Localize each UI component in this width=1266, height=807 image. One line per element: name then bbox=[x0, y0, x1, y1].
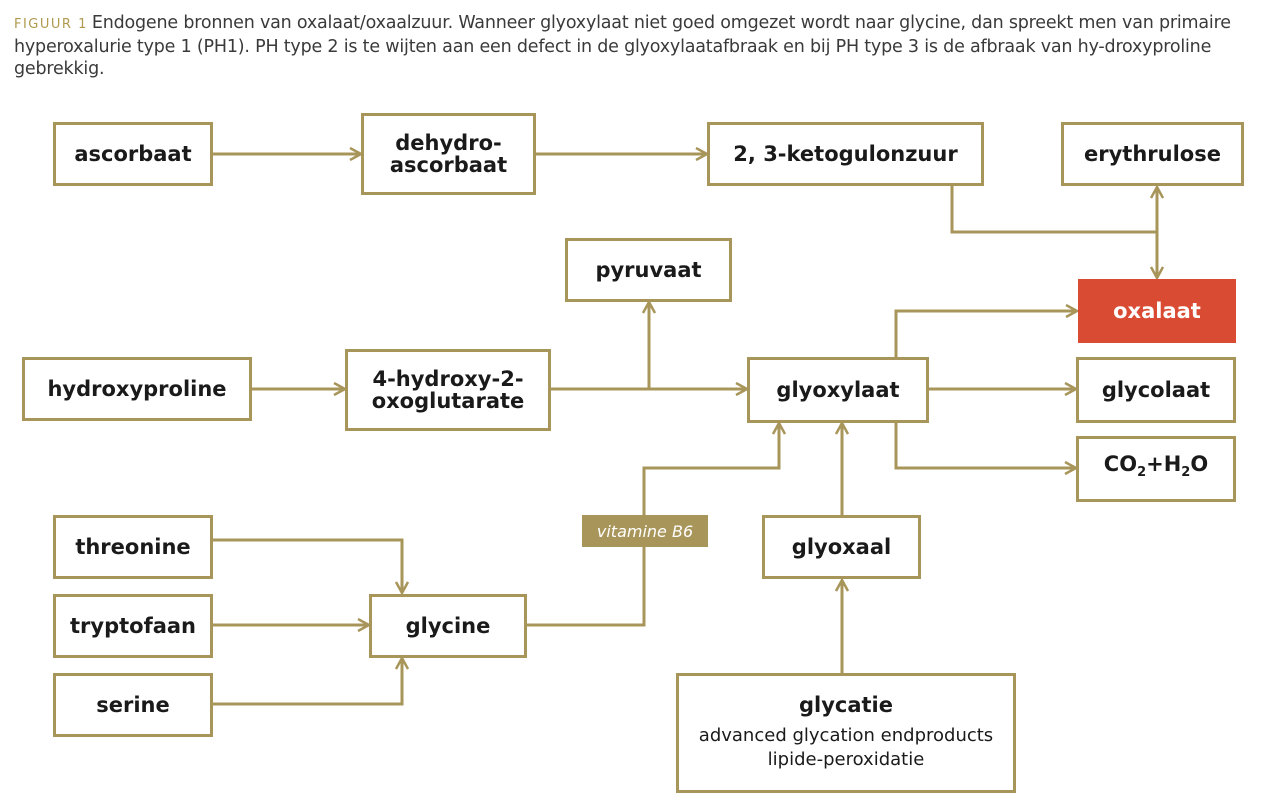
node-serine: serine bbox=[53, 673, 213, 737]
edge-threonine-glycine bbox=[212, 538, 402, 593]
node-label-line1: 4-hydroxy-2- bbox=[372, 367, 524, 391]
node-oxalaat: oxalaat bbox=[1078, 279, 1236, 343]
node-label-line2: ascorbaat bbox=[389, 153, 508, 177]
node-label: glycatie bbox=[798, 693, 894, 717]
formula-plus-h: +H bbox=[1146, 452, 1182, 477]
edge-serine-glycine bbox=[212, 658, 402, 706]
edge-glyoxylaat-co2 bbox=[894, 421, 1076, 468]
node-pyruvaat: pyruvaat bbox=[565, 238, 732, 302]
node-label: threonine bbox=[75, 535, 191, 559]
node-label-line2: oxoglutarate bbox=[371, 389, 525, 413]
node-ascorbaat: ascorbaat bbox=[53, 122, 213, 186]
node-label: glycolaat bbox=[1101, 378, 1211, 402]
edge-glycine-glyoxylaat bbox=[526, 423, 779, 627]
node-sublabel-2: lipide-peroxidatie bbox=[767, 749, 925, 770]
node-hydroxy-oxoglutarate: 4-hydroxy-2- oxoglutarate bbox=[345, 349, 551, 431]
formula-co: CO bbox=[1103, 452, 1138, 477]
node-sublabel-1: advanced glycation endproducts bbox=[698, 725, 994, 746]
formula-o: O bbox=[1190, 452, 1209, 477]
node-glycatie: glycatie advanced glycation endproducts … bbox=[676, 673, 1016, 793]
edge-ketogulonzuur-junction bbox=[950, 185, 1157, 234]
vitamine-b6-label: vitamine B6 bbox=[582, 515, 708, 547]
node-threonine: threonine bbox=[53, 515, 213, 579]
node-label: glyoxylaat bbox=[776, 378, 900, 402]
node-ketogulonzuur: 2, 3-ketogulonzuur bbox=[707, 122, 984, 186]
node-co2-h2o: CO2+H2O bbox=[1076, 436, 1236, 502]
node-label-line1: dehydro- bbox=[395, 131, 502, 155]
node-glycolaat: glycolaat bbox=[1076, 357, 1236, 423]
node-label-co2-h2o: CO2+H2O bbox=[1104, 453, 1208, 484]
node-label: hydroxyproline bbox=[47, 377, 227, 401]
node-label: 2, 3-ketogulonzuur bbox=[733, 142, 958, 166]
node-glycine: glycine bbox=[369, 594, 527, 658]
node-label: glyoxaal bbox=[791, 535, 892, 559]
node-label: tryptofaan bbox=[69, 614, 196, 638]
node-label: serine bbox=[96, 693, 170, 717]
node-glyoxylaat: glyoxylaat bbox=[747, 357, 929, 423]
node-tryptofaan: tryptofaan bbox=[53, 594, 213, 658]
edge-glyoxylaat-oxalaat bbox=[894, 311, 1077, 357]
node-hydroxyproline: hydroxyproline bbox=[22, 357, 252, 421]
caption-text: Endogene bronnen van oxalaat/oxaalzuur. … bbox=[14, 13, 1231, 79]
formula-sub2: 2 bbox=[1181, 465, 1191, 481]
node-erythrulose: erythrulose bbox=[1061, 122, 1244, 186]
node-dehydroascorbaat: dehydro- ascorbaat bbox=[361, 113, 536, 195]
formula-sub1: 2 bbox=[1137, 465, 1147, 481]
node-label: pyruvaat bbox=[595, 258, 702, 282]
node-label: ascorbaat bbox=[74, 142, 192, 166]
node-label: glycine bbox=[405, 614, 491, 638]
node-label: erythrulose bbox=[1084, 142, 1221, 166]
node-label: oxalaat bbox=[1113, 299, 1201, 323]
node-glyoxaal: glyoxaal bbox=[762, 515, 921, 579]
figure-label: FIGUUR 1 bbox=[14, 17, 88, 32]
